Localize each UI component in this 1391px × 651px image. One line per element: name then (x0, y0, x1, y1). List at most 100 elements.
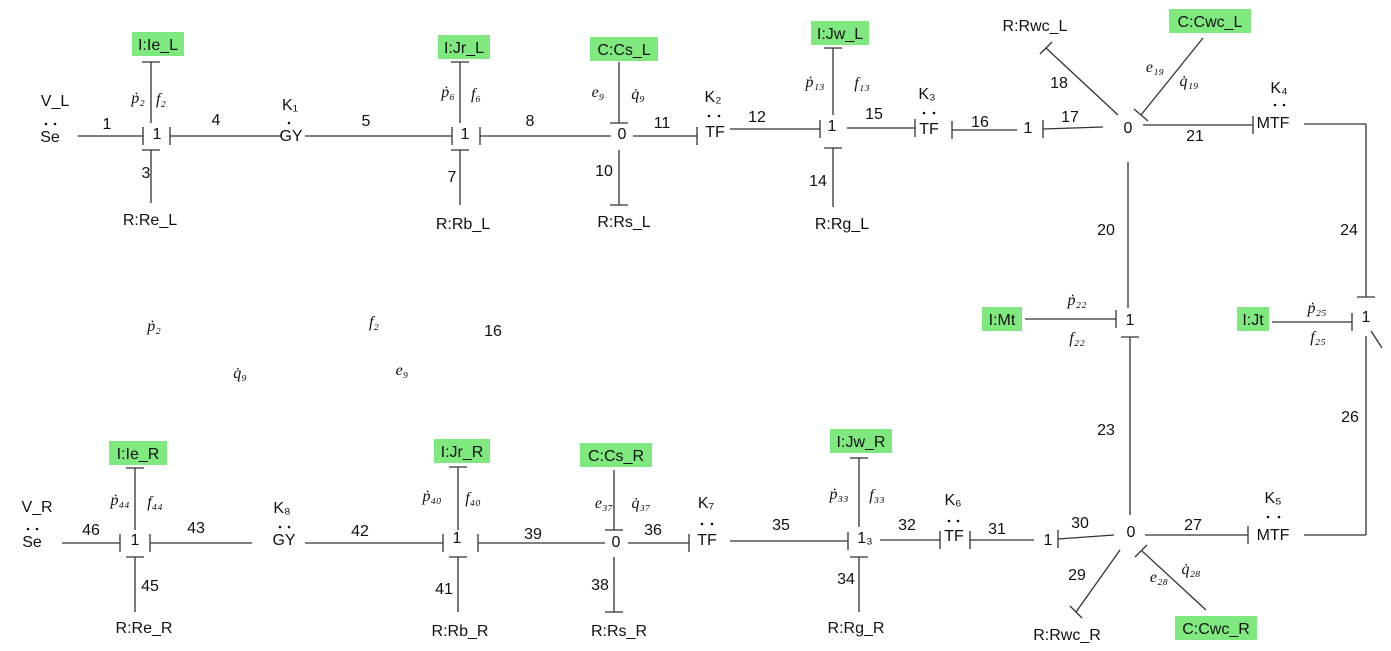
bond-number: 36 (644, 522, 662, 539)
variable-annotation: q̇₁₉ (1179, 73, 1198, 90)
resistor-label: R:Rs_L (597, 214, 650, 231)
storage-label-Ie_R: I:Ie_R (117, 446, 160, 463)
bond-number: 4 (212, 112, 221, 129)
bond-number: 18 (1050, 75, 1068, 92)
element-label: MTF (1257, 527, 1290, 544)
storage-label-Jw_R: I:Jw_R (837, 434, 886, 451)
bond-number: 29 (1068, 567, 1086, 584)
variable-annotation: ṗ₄₄ (109, 492, 129, 509)
resistor-label: R:Rg_L (815, 216, 869, 233)
storage-label-Cwc_L: C:Cwc_L (1178, 14, 1243, 31)
element-label: Se (40, 129, 60, 146)
element-label: 1 (153, 126, 162, 143)
element-label: K₁ (282, 97, 298, 114)
bond-number: 46 (82, 522, 100, 539)
bond-number: 1 (103, 116, 112, 133)
element-label: 0 (618, 126, 627, 143)
bond-number: 7 (448, 169, 457, 186)
variable-annotation: f₃₃ (869, 487, 885, 504)
element-label: 1 (828, 118, 837, 135)
element-label: 0 (612, 534, 621, 551)
element-label: MTF (1257, 115, 1290, 132)
bond-number: 42 (351, 523, 369, 540)
storage-label-Cwc_R: C:Cwc_R (1182, 621, 1250, 638)
element-label: V_L (41, 93, 70, 110)
variable-annotation: e₉ (396, 362, 409, 379)
bond-number: 35 (772, 517, 790, 534)
element-label: 1 (1024, 120, 1033, 137)
storage-label-Jw_L: I:Jw_L (817, 26, 863, 43)
variable-annotation: f₂ (156, 91, 166, 108)
variable-annotation: ṗ₁₃ (804, 74, 824, 91)
bond-number: 45 (141, 578, 159, 595)
bond-number: 38 (591, 577, 609, 594)
storage-label-Cs_L: C:Cs_L (597, 42, 650, 59)
resistor-label: R:Re_R (116, 620, 173, 637)
bond-number: 34 (837, 571, 855, 588)
bond-number: 11 (654, 115, 671, 132)
variable-annotation: f₂₅ (1310, 329, 1326, 346)
element-label: K₅ (1264, 490, 1281, 507)
variable-annotation: ṗ₄₀ (421, 488, 441, 505)
element-label: K₄ (1270, 80, 1287, 97)
element-label: V_R (21, 499, 52, 516)
variable-annotation: f₆ (471, 86, 481, 103)
resistor-label: R:Rs_R (591, 623, 647, 640)
storage-box-Mt (982, 307, 1022, 331)
bond-number: 30 (1071, 515, 1089, 532)
storage-label-Jt: I:Jt (1242, 312, 1264, 329)
bond-number: 27 (1184, 517, 1202, 534)
element-label: K₈ (273, 500, 290, 517)
variable-annotation: ṗ₂₂ (1066, 292, 1087, 309)
storage-box-Cwc_R (1175, 616, 1257, 640)
resistor-label: R:Rwc_L (1003, 18, 1068, 35)
element-label: TF (944, 528, 964, 545)
bond-number: 8 (526, 113, 535, 130)
variable-annotation: ṗ₂ (130, 90, 145, 107)
bond-number: 16 (484, 323, 502, 340)
element-label: 0 (1124, 120, 1133, 137)
bond-number: 21 (1186, 128, 1204, 145)
element-label: TF (705, 124, 725, 141)
variable-annotation: e₂₈ (1150, 569, 1168, 586)
bond-number: 10 (595, 163, 613, 180)
variable-annotation: ṗ₂ (146, 318, 161, 335)
bonds (26, 37, 1383, 619)
element-label: 1 (461, 126, 470, 143)
element-label: 1₃ (857, 530, 872, 547)
element-label: GY (279, 128, 302, 145)
element-label: 1 (1044, 532, 1053, 549)
variable-annotation: ṗ₂₅ (1306, 300, 1326, 317)
variable-annotation: e₉ (592, 84, 605, 101)
resistor-label: R:Rg_R (828, 620, 885, 637)
storage-box-Jr_R (434, 439, 490, 463)
bond-number: 32 (898, 517, 916, 534)
variable-annotation: q̇₂₈ (1181, 561, 1200, 578)
bond-number: 12 (748, 109, 766, 126)
bond-number: 26 (1341, 409, 1359, 426)
variable-annotation: e₁₉ (1146, 59, 1164, 76)
variable-annotation: q̇₃₇ (631, 495, 651, 512)
bond-number: 41 (435, 581, 453, 598)
element-label: K₇ (698, 495, 714, 512)
element-label: 1 (1362, 309, 1371, 326)
element-label: 0 (1127, 524, 1136, 541)
variable-annotation: f₄₄ (147, 494, 163, 511)
bond-number: 5 (362, 113, 371, 130)
storage-box-Ie_L (132, 32, 184, 56)
storage-label-Cs_R: C:Cs_R (588, 448, 644, 465)
variable-annotation: ṗ₃₃ (828, 486, 848, 503)
variable-annotation: q̇₉ (631, 86, 645, 103)
storage-box-Cs_R (580, 443, 652, 467)
bond-number: 20 (1097, 222, 1115, 239)
element-label: 1 (1126, 312, 1135, 329)
element-label: 1 (131, 532, 140, 549)
bond-number: 24 (1340, 222, 1358, 239)
storage-box-Cwc_L (1169, 9, 1251, 33)
element-label: K₆ (944, 492, 961, 509)
variable-annotation: f₂₂ (1069, 330, 1085, 347)
element-label: TF (919, 121, 939, 138)
